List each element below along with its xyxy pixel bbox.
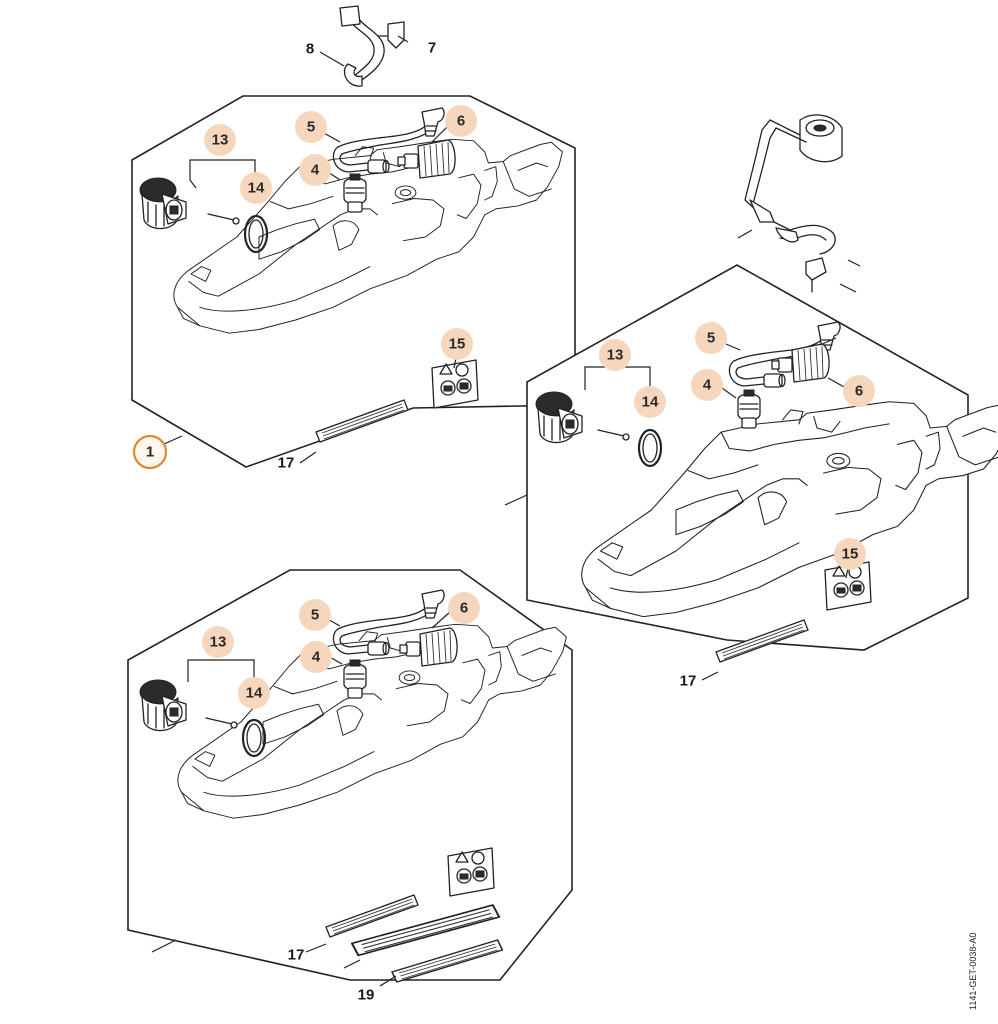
svg-text:1: 1	[146, 444, 154, 461]
svg-text:17: 17	[680, 673, 697, 690]
callout-14-top-left: 14	[240, 172, 272, 204]
label-19-bottom-left: 19	[358, 987, 375, 1004]
svg-text:17: 17	[288, 947, 305, 964]
svg-text:13: 13	[607, 347, 624, 364]
callout-4-top-left: 4	[299, 154, 331, 186]
callout-6-top-left: 6	[445, 105, 477, 137]
panel-top-left	[131, 95, 576, 468]
svg-text:15: 15	[842, 546, 859, 563]
svg-text:14: 14	[642, 394, 659, 411]
svg-text:4: 4	[311, 162, 320, 179]
fuel-pickup-assembly-right	[737, 114, 861, 293]
callout-6-bottom-left: 6	[448, 592, 480, 624]
svg-text:4: 4	[703, 377, 712, 394]
fuel-line-assembly-top	[319, 5, 409, 87]
svg-text:14: 14	[248, 180, 265, 197]
svg-text:17: 17	[278, 455, 295, 472]
label-17-right: 17	[680, 673, 697, 690]
svg-text:13: 13	[210, 634, 227, 651]
callout-13-top-left: 13	[204, 124, 236, 156]
svg-text:14: 14	[246, 685, 263, 702]
callout-1-assembly: 1	[132, 434, 168, 470]
svg-text:13: 13	[212, 132, 229, 149]
svg-text:6: 6	[855, 383, 863, 400]
label-8: 8	[306, 41, 314, 58]
svg-text:7: 7	[428, 40, 436, 57]
callout-15-right: 15	[834, 538, 866, 570]
label-17-top-left: 17	[278, 455, 295, 472]
panel-right	[504, 264, 998, 681]
callout-5-right: 5	[695, 322, 727, 354]
callout-6-right: 6	[843, 375, 875, 407]
callout-4-right: 4	[691, 369, 723, 401]
svg-text:19: 19	[358, 987, 375, 1004]
document-number: 1141-GET-0038-A0	[968, 933, 978, 1010]
callout-14-right: 14	[634, 386, 666, 418]
label-17-bottom-left: 17	[288, 947, 305, 964]
callout-15-top-left: 15	[441, 328, 473, 360]
callout-14-bottom-left: 14	[238, 677, 270, 709]
svg-text:5: 5	[311, 607, 319, 624]
callout-5-bottom-left: 5	[299, 599, 331, 631]
svg-text:4: 4	[312, 649, 321, 666]
svg-text:5: 5	[707, 330, 715, 347]
svg-text:8: 8	[306, 41, 314, 58]
svg-text:6: 6	[457, 113, 465, 130]
label-7: 7	[428, 40, 436, 57]
callout-13-right: 13	[599, 339, 631, 371]
callout-5-top-left: 5	[295, 111, 327, 143]
svg-text:5: 5	[307, 119, 315, 136]
callout-4-bottom-left: 4	[300, 641, 332, 673]
callout-13-bottom-left: 13	[202, 626, 234, 658]
svg-text:6: 6	[460, 600, 468, 617]
svg-text:15: 15	[449, 336, 466, 353]
panel-bottom-left	[127, 569, 573, 987]
